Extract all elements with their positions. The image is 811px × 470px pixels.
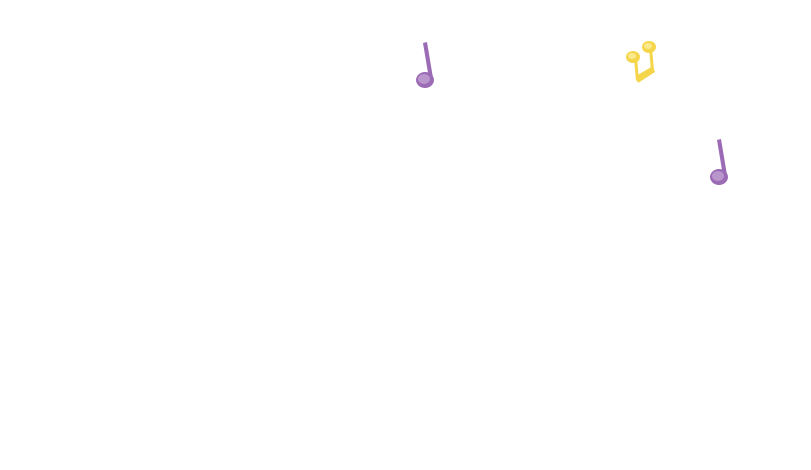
quarter-note-icon: [710, 139, 728, 185]
quarter-note-icon: [416, 42, 434, 88]
beamed-eighth-notes-icon: [626, 41, 656, 83]
